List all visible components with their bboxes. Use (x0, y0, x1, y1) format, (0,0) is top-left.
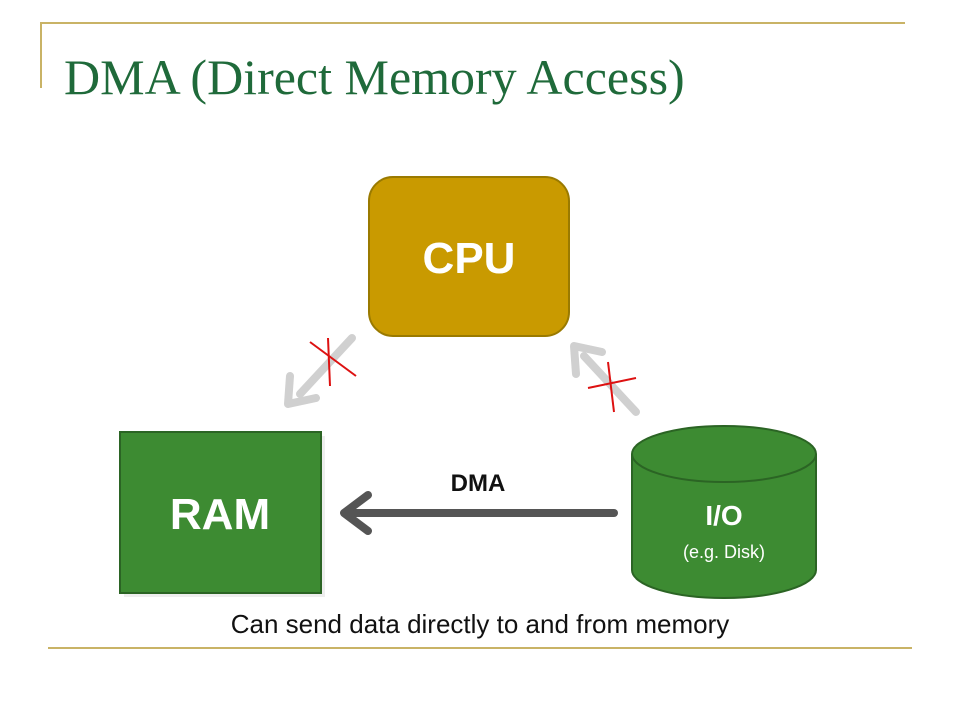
cross-mark-right (587, 361, 637, 413)
ram-label: RAM (170, 490, 270, 539)
cross-mark-left (309, 337, 357, 387)
left-rule (40, 22, 42, 88)
ram-node: RAM (119, 431, 325, 597)
dma-arrow: DMA (340, 470, 618, 535)
blocked-arrow-cpu-to-ram (284, 334, 356, 408)
slide-title: DMA (Direct Memory Access) (64, 49, 685, 105)
slide-caption: Can send data directly to and from memor… (230, 609, 730, 639)
cpu-node: CPU (368, 176, 570, 337)
io-node: I/O (e.g. Disk) (631, 425, 817, 599)
io-label: I/O (705, 500, 742, 531)
dma-label: DMA (451, 470, 506, 497)
bottom-rule (48, 647, 912, 649)
io-sublabel: (e.g. Disk) (683, 542, 765, 562)
cpu-label: CPU (423, 234, 516, 283)
top-rule (40, 22, 905, 24)
